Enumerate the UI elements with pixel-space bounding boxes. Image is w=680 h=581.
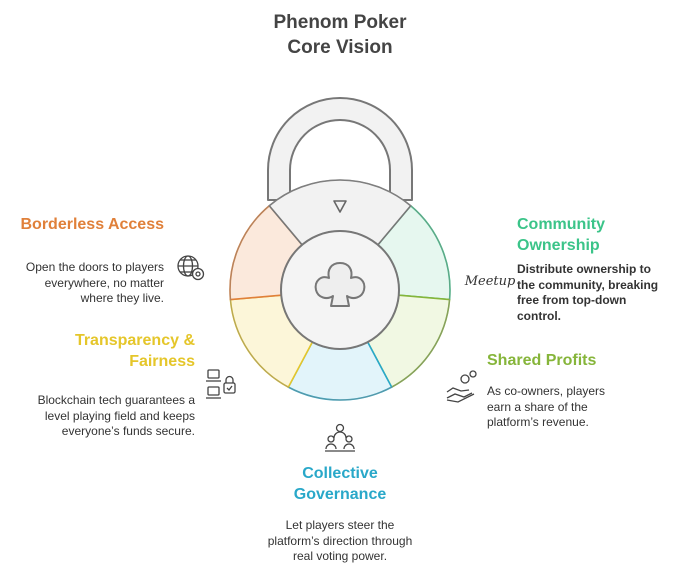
community-text-line: free from top-down [517,293,627,307]
collective-heading: Collective Governance [240,463,440,505]
keyhole-icon [333,200,347,213]
meetup-icon-text: Meetup [464,274,516,289]
transparency-text-line: everyone’s funds secure. [61,424,195,438]
shared-text-line: platform’s revenue. [487,415,589,429]
collective-heading-line: Governance [293,486,387,503]
community-text-line: control. [517,308,561,323]
transparency-text-line: Blockchain tech guarantees a [37,393,195,407]
shared-description: As co-owners, players earn a share of th… [487,384,667,431]
hand-coins-icon [446,370,477,403]
transparency-text-line: level playing field and keeps [44,408,195,423]
community-text-line: Distribute ownership to [517,262,652,276]
shared-text-line: As co-owners, players [487,384,606,398]
meetup-icon: Meetup [464,274,516,289]
title-line-1: Phenom Poker [273,12,407,33]
globe-gear-icon [177,255,205,281]
page-title: Phenom Poker Core Vision [240,10,440,60]
borderless-heading-line: Borderless Access [20,216,165,233]
shared-text-line: earn a share of the [487,399,588,414]
shared-heading-line: Shared Profits [487,352,597,369]
collective-text-line: real voting power. [292,549,388,563]
group-people-icon [325,423,355,452]
community-heading-line: Ownership [517,237,600,254]
borderless-text-line: everywhere, no matter [44,275,164,290]
collective-description: Let players steer the platform’s directi… [240,518,440,565]
community-text-line: the community, breaking [517,277,659,292]
shared-heading: Shared Profits [487,350,667,371]
transparency-heading-line: Fairness [129,353,195,370]
transparency-heading: Transparency & Fairness [20,330,195,372]
community-heading: Community Ownership [517,214,667,256]
lock-rim [229,179,451,401]
lock-shackle [267,97,413,201]
community-description: Distribute ownership to the community, b… [517,262,677,324]
transparency-heading-line: Transparency & [74,332,195,349]
borderless-text-line: Open the doors to players [25,260,164,274]
borderless-text-line: where they live. [80,291,164,305]
collective-text-line: Let players steer the [285,518,395,532]
secure-devices-icon [206,369,236,399]
community-heading-line: Community [517,216,605,233]
borderless-heading: Borderless Access [10,214,165,235]
title-line-2: Core Vision [287,37,393,58]
collective-heading-line: Collective [302,465,378,482]
borderless-description: Open the doors to players everywhere, no… [10,260,164,307]
club-icon [314,262,366,307]
collective-text-line: platform’s direction through [267,533,413,548]
transparency-description: Blockchain tech guarantees a level playi… [10,393,195,440]
